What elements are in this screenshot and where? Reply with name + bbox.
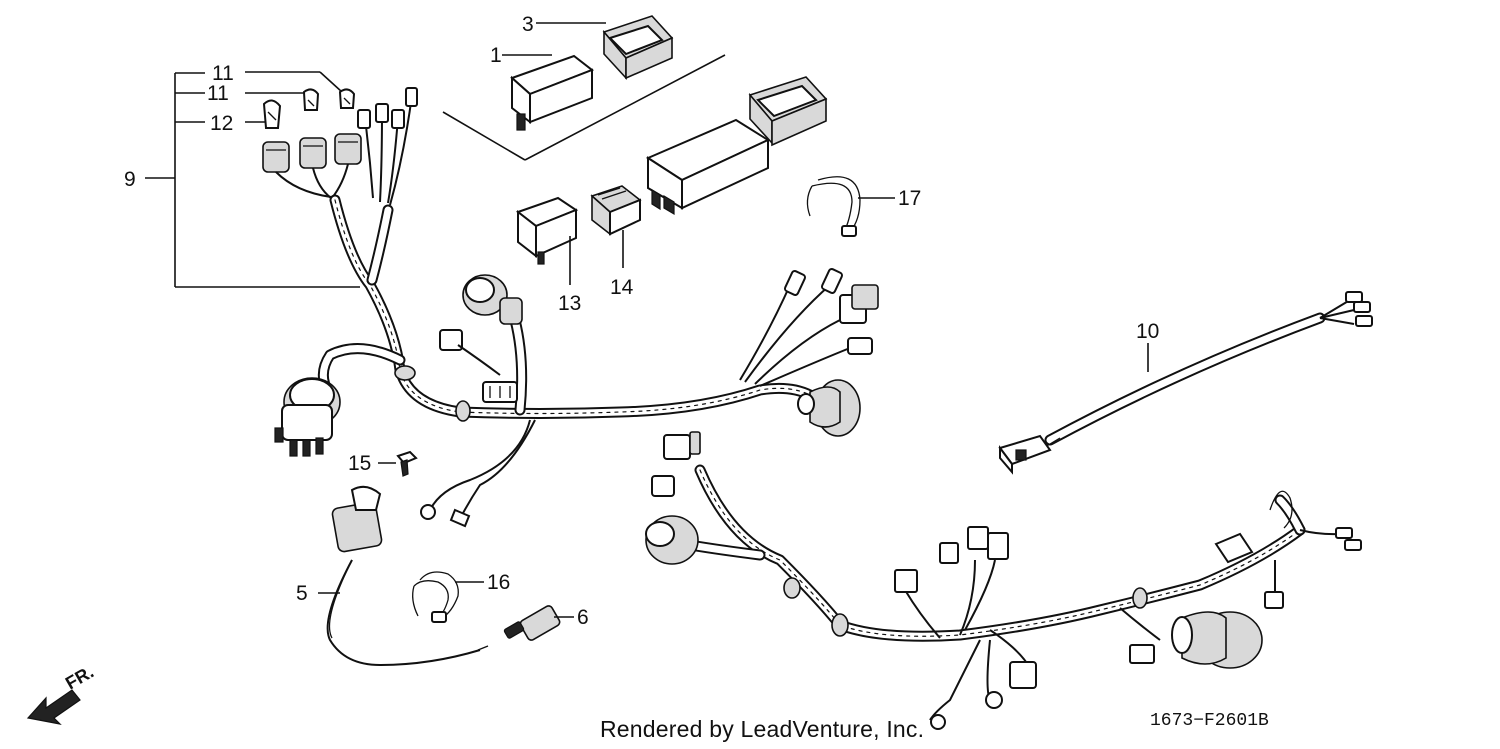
sub-harness-10 [998,291,1373,475]
cdi-connector [748,76,828,147]
credit-text: Rendered by LeadVenture, Inc. [600,716,925,742]
relay-1 [510,54,595,131]
horn-lead-5 [326,485,489,667]
bolt-15 [396,450,418,477]
ring-terminals [420,504,471,528]
relay-group-frame [442,54,726,161]
bulb-part-11-b [302,88,320,111]
bulb-part-11-a [338,88,356,109]
callout-15: 15 [348,452,371,475]
clamp-16 [412,571,459,623]
rear-harness [684,464,1341,721]
bulb-part-12 [262,99,282,129]
callout-9-bracket [145,71,360,288]
callout-9: 9 [124,168,136,191]
cdi-unit [645,118,771,216]
harness-9-right-connectors [783,268,879,355]
callout-5: 5 [296,582,308,605]
callout-17: 17 [898,187,921,210]
callout-6: 6 [577,606,589,629]
diagram-code: 1673−F2601B [1150,711,1269,731]
clamp-17 [806,176,861,237]
callout-11-lower: 11 [207,82,229,105]
callout-16: 16 [487,571,510,594]
direction-label: FR. [62,662,97,694]
tail-socket [797,379,861,437]
regulator-14 [590,185,642,236]
connector-3 [602,15,674,81]
callout-1: 1 [490,44,502,67]
ignition-switch [274,377,341,457]
main-harness-9 [317,194,851,516]
callout-3: 3 [522,13,534,36]
front-direction-arrow-icon: FR. [26,662,97,725]
callout-10: 10 [1136,320,1159,343]
socket-group [262,87,418,206]
rear-harness-connectors [645,431,1362,730]
callout-12: 12 [210,112,233,135]
callout-14: 14 [610,276,634,299]
switch-6 [503,605,561,641]
relay-13 [515,196,579,265]
callout-13: 13 [558,292,581,315]
meter-light-socket [439,274,523,403]
callout-11-upper: 11 [212,62,234,85]
